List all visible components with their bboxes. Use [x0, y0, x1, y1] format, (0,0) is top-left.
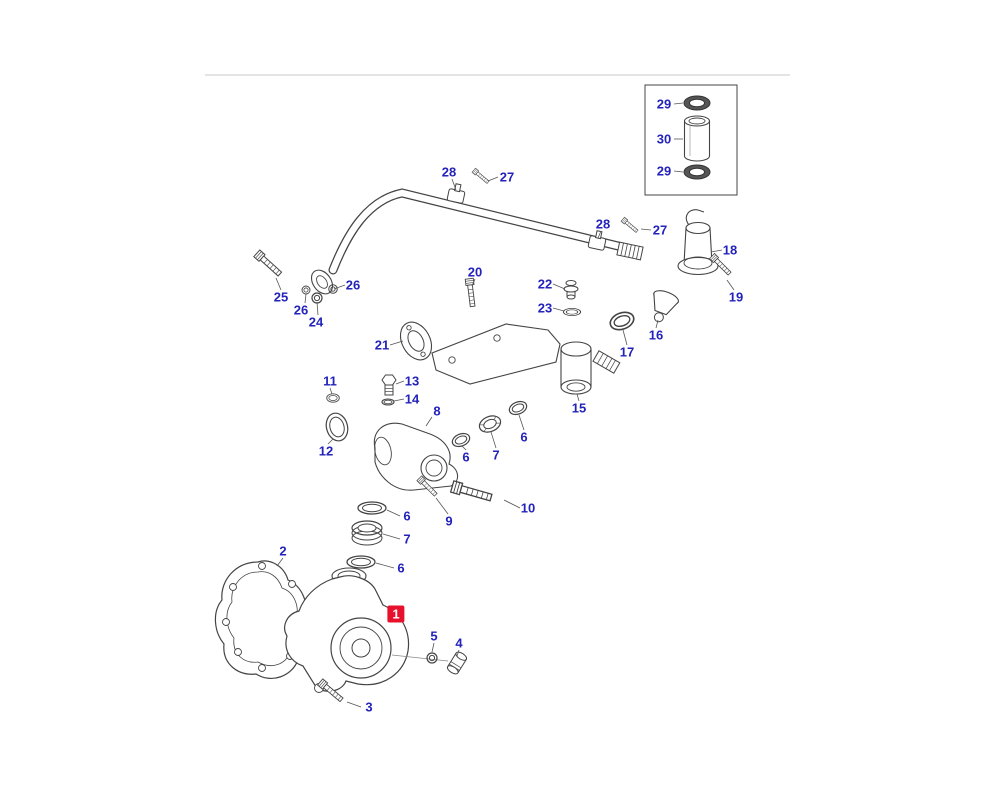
plug-13[interactable] [381, 374, 397, 396]
bracket-15[interactable] [431, 323, 621, 395]
part-callout-17[interactable]: 17 [619, 344, 635, 360]
part-callout-6[interactable]: 6 [403, 508, 411, 524]
part-callout-11[interactable]: 11 [323, 373, 337, 389]
part-callout-26[interactable]: 26 [293, 302, 309, 318]
housing-8[interactable] [372, 422, 459, 491]
part-callout-29[interactable]: 29 [656, 96, 672, 112]
housing-18[interactable] [677, 209, 719, 276]
flange-21[interactable] [394, 317, 438, 365]
part-callout-28[interactable]: 28 [441, 164, 457, 180]
part-callout-27[interactable]: 27 [652, 222, 668, 238]
part-callout-7[interactable]: 7 [403, 531, 411, 547]
part-callout-24[interactable]: 24 [308, 314, 324, 330]
part-callout-27[interactable]: 27 [499, 169, 515, 185]
pump-housing-1[interactable] [284, 567, 449, 693]
part-callout-23[interactable]: 23 [537, 300, 553, 316]
part-callout-29[interactable]: 29 [656, 163, 672, 179]
part-callout-4[interactable]: 4 [455, 635, 463, 651]
part-callout-7[interactable]: 7 [492, 447, 500, 463]
part-callout-1-selected[interactable]: 1 [387, 605, 405, 623]
part-callout-22[interactable]: 22 [537, 276, 553, 292]
part-callout-14[interactable]: 14 [404, 391, 420, 407]
thermostat-16[interactable] [645, 288, 680, 326]
seal-12[interactable] [323, 411, 351, 443]
plug-22[interactable] [563, 280, 579, 300]
part-callout-3[interactable]: 3 [365, 699, 373, 715]
part-callout-9[interactable]: 9 [445, 513, 453, 529]
part-callout-30[interactable]: 30 [656, 131, 672, 147]
part-29-seal-bottom[interactable] [683, 164, 711, 180]
part-callout-8[interactable]: 8 [433, 403, 441, 419]
part-29-seal-top[interactable] [683, 95, 711, 111]
part-callout-12[interactable]: 12 [318, 443, 334, 459]
part-callout-6[interactable]: 6 [397, 560, 405, 576]
part-30-sleeve[interactable] [683, 115, 711, 162]
oring-14[interactable] [381, 398, 395, 406]
coolant-pipe[interactable] [307, 188, 644, 298]
part-callout-26[interactable]: 26 [345, 277, 361, 293]
inset-box [644, 84, 738, 196]
part-callout-6[interactable]: 6 [462, 449, 470, 465]
plug-4[interactable] [446, 650, 468, 675]
part-callout-10[interactable]: 10 [520, 500, 536, 516]
part-callout-18[interactable]: 18 [722, 242, 738, 258]
part-callout-20[interactable]: 20 [467, 264, 483, 280]
part-callout-25[interactable]: 25 [273, 289, 289, 305]
part-callout-13[interactable]: 13 [404, 373, 420, 389]
part-callout-5[interactable]: 5 [430, 628, 438, 644]
leader-lines [275, 102, 735, 708]
part-callout-2[interactable]: 2 [279, 543, 287, 559]
part-callout-6[interactable]: 6 [520, 429, 528, 445]
part-callout-28[interactable]: 28 [595, 216, 611, 232]
part-callout-16[interactable]: 16 [648, 327, 664, 343]
part-callout-19[interactable]: 19 [728, 289, 744, 305]
part-callout-15[interactable]: 15 [571, 400, 587, 416]
part-callout-21[interactable]: 21 [374, 337, 390, 353]
